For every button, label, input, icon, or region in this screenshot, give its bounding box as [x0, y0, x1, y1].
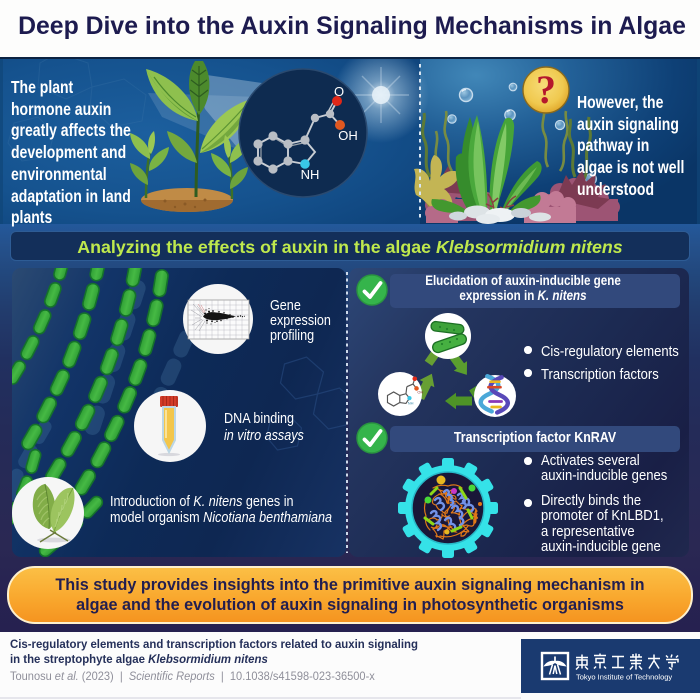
- svg-text:?: ?: [536, 67, 556, 112]
- svg-text:OH: OH: [338, 128, 358, 143]
- svg-text:NH: NH: [301, 167, 320, 182]
- svg-text:Tokyo Institute of Technology: Tokyo Institute of Technology: [576, 673, 672, 682]
- svg-text:OH: OH: [417, 390, 423, 395]
- svg-text:NH: NH: [408, 400, 414, 405]
- svg-text:O: O: [334, 84, 344, 99]
